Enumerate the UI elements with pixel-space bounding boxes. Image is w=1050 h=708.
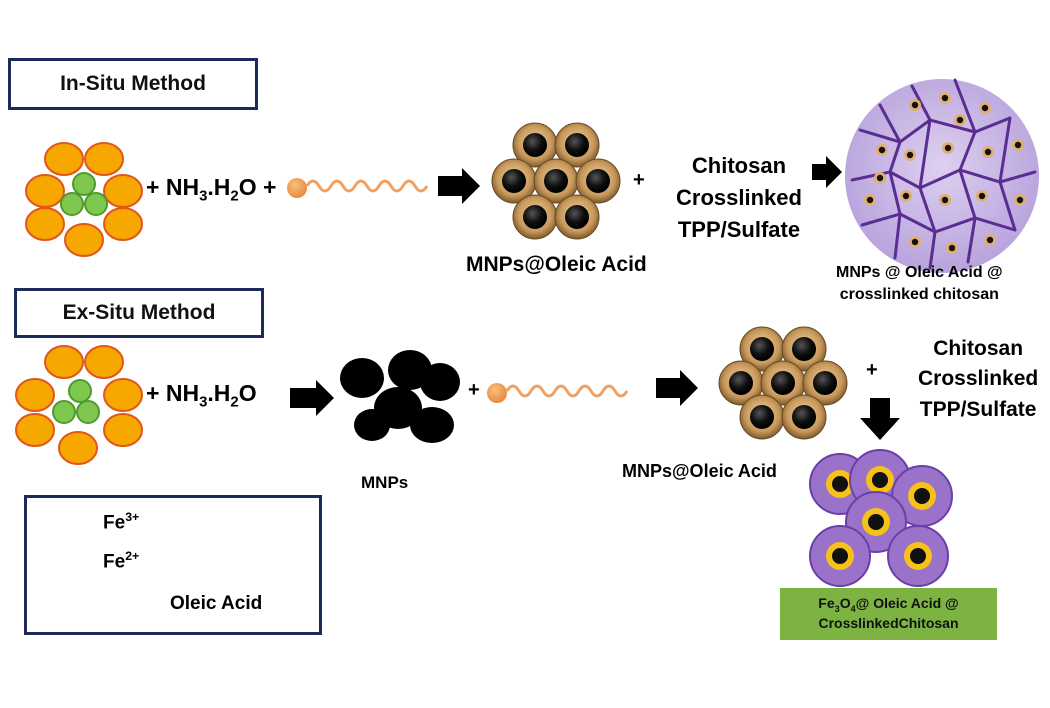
fe3-ion [103,207,143,241]
exsitu-oleic-acid [487,383,629,403]
exsitu-mnps-label: MNPs [361,473,409,492]
insitu-chitosan-label: Chitosan Crosslinked TPP/Sulfate [676,153,802,242]
insitu-method-title: In-Situ Method [8,58,258,110]
oleic-head [487,383,507,403]
exsitu-product-line2: CrosslinkedChitosan [818,615,959,632]
exsitu-method-title: Ex-Situ Method [14,288,264,338]
exsitu-product-label: Fe3O4@ Oleic Acid @ CrosslinkedChitosan [780,588,997,640]
core [729,371,753,395]
core [565,205,589,229]
fe3-ion [103,378,143,412]
fe3-ion [103,174,143,208]
exsitu-chitosan-label: Chitosan Crosslinked TPP/Sulfate [918,337,1039,421]
exsitu-mnps-oleic-label: MNPs@Oleic Acid [622,461,777,481]
insitu-reagent: + NH3.H2O + [146,176,276,205]
core [502,169,526,193]
insitu-plus-2: + [633,169,645,191]
exsitu-bare-mnps [340,350,460,443]
insitu-oleic-acid [287,178,429,198]
bare-mnp [410,407,454,443]
bare-mnp [354,409,390,441]
exsitu-chitosan-coated-cluster [809,449,953,587]
fe3-ion [58,431,98,465]
legend [24,495,322,635]
oleic-tail [305,179,429,193]
exsitu-reagent: + NH3.H2O [146,382,257,411]
insitu-product-label: MNPs @ Oleic Acid @ crosslinked chitosan [836,264,1003,304]
fe3-ion [15,378,55,412]
fe3-ion [15,413,55,447]
insitu-mnps-oleic-label: MNPs@Oleic Acid [466,253,647,276]
legend-fe3-label: Fe3+ [103,510,140,534]
fe2-ion [60,192,84,216]
exsitu-mnps-oleic-cluster [718,326,848,440]
exsitu-fe-cluster [15,345,143,465]
core [792,337,816,361]
exsitu-plus-2: + [866,359,878,381]
core [586,169,610,193]
insitu-chitosan-sphere [845,78,1039,273]
fe2-ion [72,172,96,196]
plus-sign: + [146,380,160,406]
core [523,133,547,157]
fe3-ion [25,207,65,241]
insitu-arrow-2 [812,156,842,188]
fe3-ion [64,223,104,257]
fe2-ion [84,192,108,216]
insitu-arrow-1 [438,168,480,204]
fe3-ion [25,174,65,208]
insitu-fe-cluster [25,142,143,257]
insitu-mnps-oleic-cluster [491,122,621,240]
fe2-ion [68,379,92,403]
oleic-tail [505,384,629,398]
nh3-text: NH3.H2O [165,174,257,205]
exsitu-plus-1: + [468,379,480,401]
exsitu-product-line1: Fe3O4@ Oleic Acid @ [818,595,959,614]
core [523,205,547,229]
core [544,169,568,193]
core [750,337,774,361]
fe3-ion [44,345,84,379]
core [750,405,774,429]
core [771,371,795,395]
legend-oleic-label: Oleic Acid [170,593,263,614]
exsitu-arrow-2 [656,370,698,406]
fe3-ion [103,413,143,447]
oleic-head [287,178,307,198]
bare-mnp [340,358,384,398]
exsitu-arrow-1 [290,380,334,416]
fe2-ion [76,400,100,424]
exsitu-method-label: Ex-Situ Method [62,301,216,324]
embedded-particles [864,92,1026,254]
fe2-ion [52,400,76,424]
plus-sign: + [262,174,277,200]
exsitu-arrow-down [860,398,900,440]
fe3-ion [84,142,124,176]
fe3-ion [84,345,124,379]
nh3-text: NH3.H2O [165,380,257,411]
core [565,133,589,157]
plus-sign: + [146,174,160,200]
bare-mnp [420,363,460,401]
fe3-ion [44,142,84,176]
insitu-method-label: In-Situ Method [60,72,206,95]
legend-fe2-label: Fe2+ [103,549,140,573]
crosslink-lines [850,78,1037,270]
core [792,405,816,429]
core [813,371,837,395]
